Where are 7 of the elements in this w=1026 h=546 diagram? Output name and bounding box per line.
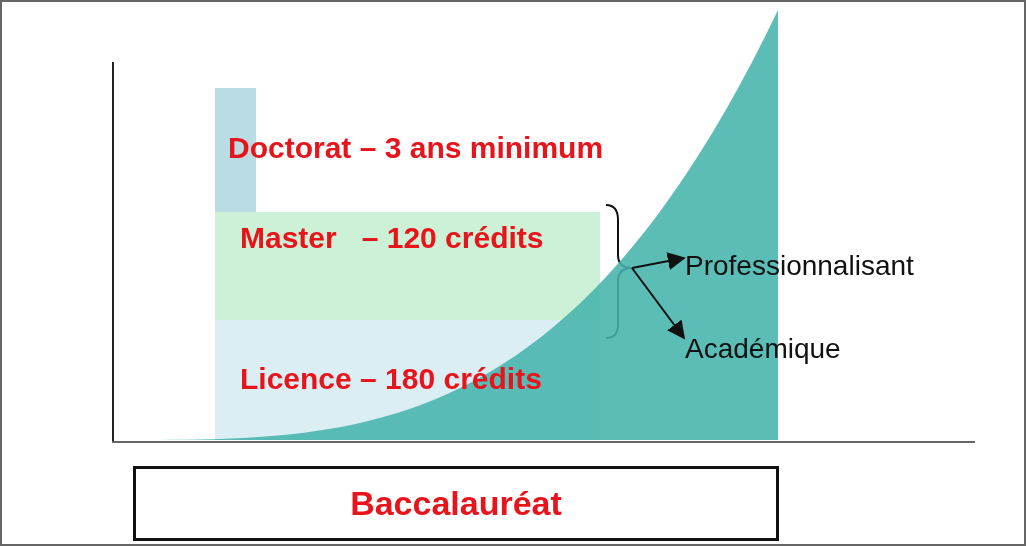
arrow	[631, 252, 686, 270]
level-band	[215, 212, 600, 320]
baccalaureate-label: Baccalauréat	[350, 484, 562, 523]
level-label: Doctorat – 3 ans minimum	[228, 131, 604, 165]
arrow	[631, 267, 686, 340]
baccalaureate-box	[133, 466, 779, 541]
level-label: Master – 120 crédits	[240, 221, 544, 255]
